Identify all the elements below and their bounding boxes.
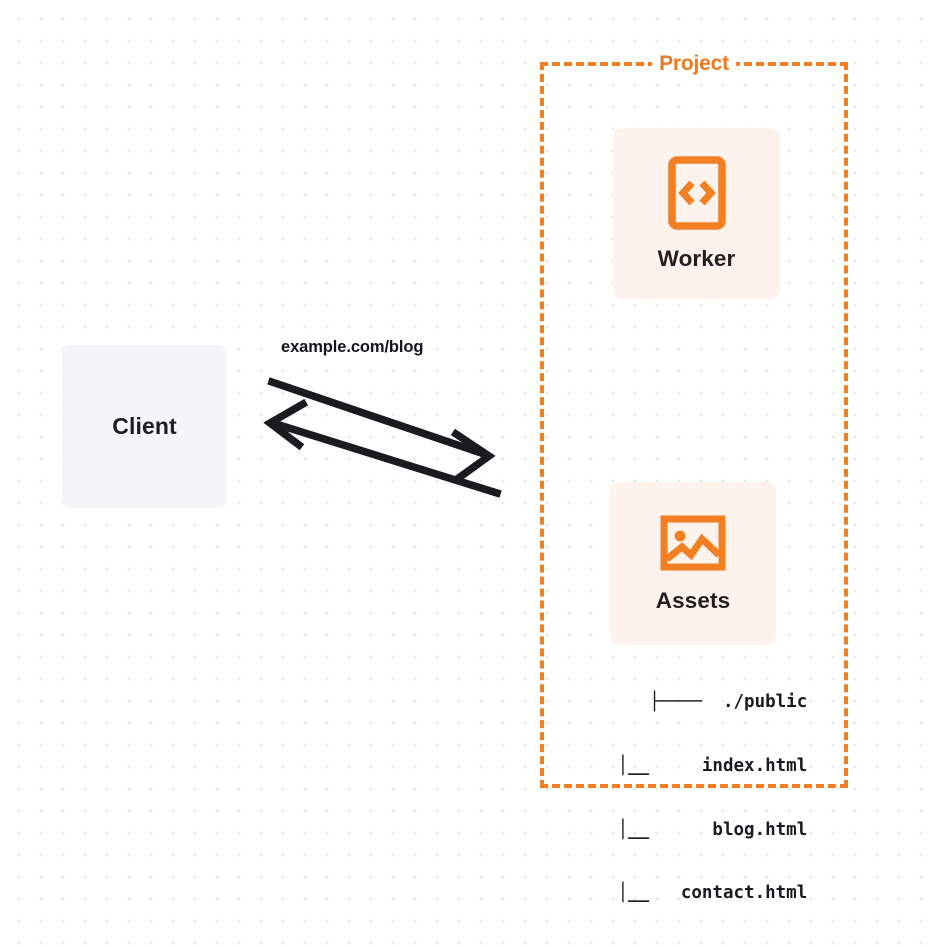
client-node[interactable]: Client	[62, 345, 227, 508]
connection-url-label: example.com/blog	[281, 338, 424, 356]
response-arrow	[263, 398, 502, 498]
file-tree-row: │__ contact.html	[586, 883, 808, 904]
project-group: Project	[540, 52, 848, 788]
file-tree-row: │__ blog.html	[586, 819, 808, 840]
assets-file-tree: ├──── ./public │__ index.html │__ blog.h…	[586, 650, 808, 947]
worker-node[interactable]: Worker	[613, 128, 780, 299]
request-arrow	[267, 377, 496, 483]
worker-label: Worker	[657, 245, 736, 271]
assets-label: Assets	[655, 587, 731, 613]
project-group-title: Project	[652, 52, 736, 76]
assets-node[interactable]: Assets	[610, 482, 776, 645]
file-tree-row: │__ index.html	[586, 756, 808, 777]
code-brackets-icon	[667, 155, 726, 230]
file-tree-row: ├──── ./public	[649, 692, 808, 713]
diagram-canvas: Client example.com/blog Project Worker	[62, 52, 848, 903]
client-label: Client	[112, 413, 177, 439]
image-picture-icon	[660, 515, 726, 570]
